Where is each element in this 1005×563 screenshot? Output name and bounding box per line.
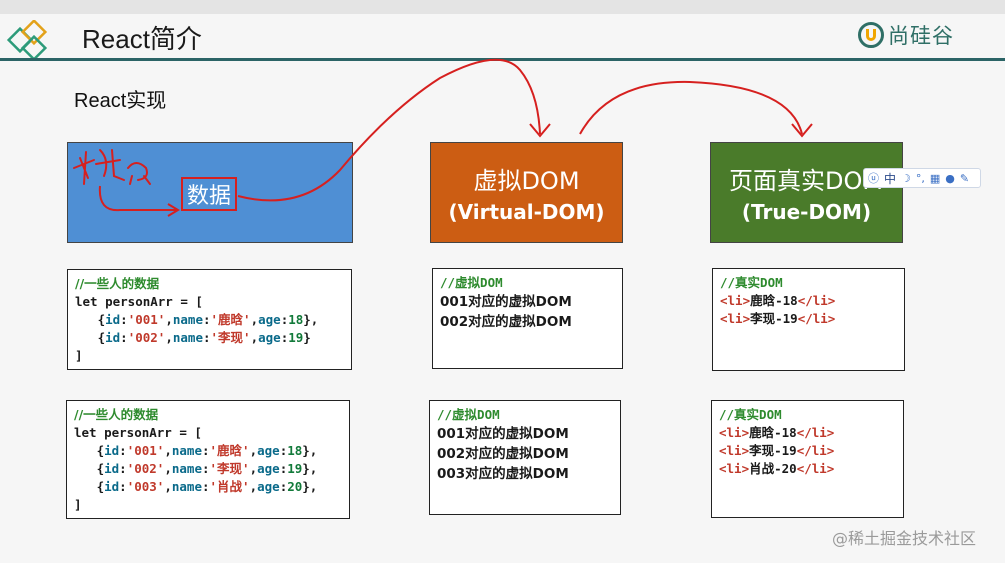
state-arrowhead-icon [167, 203, 180, 217]
moon-icon[interactable]: ☽ [901, 171, 911, 185]
true-dom-subtitle: (True-DOM) [741, 200, 872, 224]
code-decl: let personArr = [ [75, 294, 203, 309]
li-line: <li>鹿晗-18</li> [720, 293, 836, 308]
li-line: <li>鹿晗-18</li> [719, 425, 835, 440]
code-row: {id:'002',name:'李现',age:19}, [74, 461, 318, 476]
brand-name: 尚硅谷 [888, 24, 954, 48]
data-to-virtual-arrow [237, 58, 541, 202]
virtual-to-true-arrow [579, 80, 803, 135]
true-dom-title: 页面真实DOM [729, 167, 884, 195]
virtual-dom-line: 001对应的虚拟DOM [437, 426, 569, 442]
virtual-dom-line: 003对应的虚拟DOM [437, 466, 569, 482]
keyboard-icon[interactable]: ▦ [929, 171, 941, 185]
state-to-data-arrow [98, 185, 176, 212]
virtual-arrowhead-icon [529, 123, 551, 138]
state-data-box [67, 142, 353, 243]
true-arrowhead-icon [791, 123, 813, 138]
li-line: <li>李现-19</li> [720, 311, 836, 326]
virtual-dom-line: 001对应的虚拟DOM [440, 294, 572, 310]
ime-mode-label[interactable]: 中 [884, 171, 897, 186]
virtual-dom-box: 虚拟DOM (Virtual-DOM) [430, 142, 623, 243]
brand-logo: 尚硅谷 [858, 20, 954, 50]
li-line: <li>肖战-20</li> [719, 461, 835, 476]
true-dom-list-1: //真实DOM <li>鹿晗-18</li> <li>李现-19</li> [712, 268, 905, 371]
code-close: ] [75, 348, 83, 363]
virtual-dom-subtitle: (Virtual-DOM) [448, 200, 605, 224]
top-strip [0, 0, 1005, 14]
true-dom-box: 页面真实DOM (True-DOM) [710, 142, 903, 243]
virtual-dom-list-2: //虚拟DOM 001对应的虚拟DOM 002对应的虚拟DOM 003对应的虚拟… [429, 400, 621, 515]
code-comment: //虚拟DOM [437, 407, 500, 422]
code-row: {id:'003',name:'肖战',age:20}, [74, 479, 318, 494]
person-data-code-1: //一些人的数据 let personArr = [ {id:'001',nam… [67, 269, 352, 370]
code-comment: //一些人的数据 [75, 276, 160, 291]
data-label: 数据 [181, 177, 237, 211]
punctuation-icon[interactable]: °, [915, 171, 925, 185]
code-close: ] [74, 497, 82, 512]
virtual-dom-line: 002对应的虚拟DOM [437, 446, 569, 462]
user-icon[interactable]: ● [945, 171, 955, 185]
true-dom-list-2: //真实DOM <li>鹿晗-18</li> <li>李现-19</li> <l… [711, 400, 904, 518]
code-comment: //虚拟DOM [440, 275, 503, 290]
virtual-dom-list-1: //虚拟DOM 001对应的虚拟DOM 002对应的虚拟DOM [432, 268, 623, 369]
watermark: @稀土掘金技术社区 [832, 529, 977, 548]
code-comment: //一些人的数据 [74, 407, 159, 422]
virtual-dom-line: 002对应的虚拟DOM [440, 314, 572, 330]
li-line: <li>李现-19</li> [719, 443, 835, 458]
wrench-icon[interactable]: ✎ [959, 171, 970, 185]
slide-title: React简介 [82, 24, 202, 54]
slide-subtitle: React实现 [74, 90, 167, 112]
code-comment: //真实DOM [719, 407, 782, 422]
virtual-dom-title: 虚拟DOM [473, 167, 580, 195]
ime-toolbar[interactable]: ⓤ 中 ☽ °, ▦ ● ✎ [863, 168, 981, 188]
diamond-logo-icon [6, 20, 48, 60]
person-data-code-2: //一些人的数据 let personArr = [ {id:'001',nam… [66, 400, 350, 519]
code-row: {id:'002',name:'李现',age:19} [75, 330, 311, 345]
code-row: {id:'001',name:'鹿晗',age:18}, [74, 443, 318, 458]
code-comment: //真实DOM [720, 275, 783, 290]
state-annotation-icon [73, 149, 151, 185]
ime-logo-icon[interactable]: ⓤ [868, 172, 879, 185]
code-decl: let personArr = [ [74, 425, 202, 440]
brand-u-icon [858, 22, 884, 48]
code-row: {id:'001',name:'鹿晗',age:18}, [75, 312, 319, 327]
